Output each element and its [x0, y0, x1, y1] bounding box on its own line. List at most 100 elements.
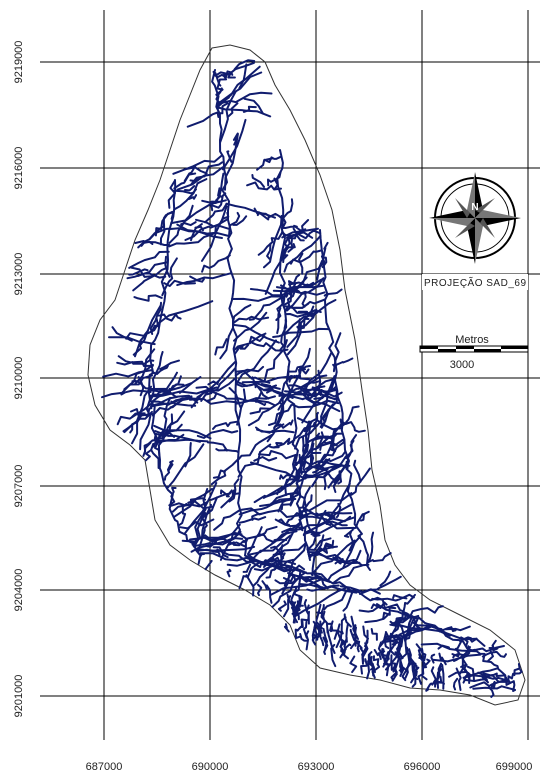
river-segment [296, 318, 302, 332]
river-segment [404, 631, 413, 641]
river-segment [296, 620, 304, 632]
river-segment [334, 558, 344, 565]
river-segment [295, 420, 313, 466]
river-segment [349, 655, 358, 674]
river-segment [353, 459, 362, 483]
river-segment [360, 658, 368, 675]
river-segment [265, 584, 273, 604]
river-segment [315, 603, 322, 627]
river-segment [304, 578, 324, 589]
river-segment [298, 492, 353, 513]
river-segment [283, 623, 290, 633]
river-segment [431, 653, 482, 663]
river-segment [168, 204, 194, 244]
river-segment [300, 317, 310, 330]
river-segment [170, 178, 208, 220]
river-segment [173, 172, 197, 190]
river-segment [316, 456, 326, 470]
river-segment [168, 486, 177, 507]
river-segment [125, 329, 149, 340]
river-segment [234, 365, 265, 377]
river-segment [316, 552, 370, 567]
river-segment [459, 636, 478, 643]
river-segment [188, 194, 198, 200]
river-segment [213, 509, 241, 531]
river-segment [277, 600, 287, 612]
river-segment [171, 500, 209, 513]
river-segment [278, 544, 284, 570]
river-segment [230, 295, 286, 302]
river-segment [304, 441, 345, 474]
river-segment [270, 493, 300, 505]
river-segment [371, 663, 381, 679]
river-segment [487, 639, 497, 662]
river-segment [192, 537, 244, 548]
river-segment [286, 508, 302, 524]
river-segment [272, 442, 283, 449]
river-segment [268, 404, 293, 426]
river-segment [323, 470, 330, 491]
river-segment [255, 383, 270, 400]
river-segment [313, 624, 319, 641]
river-segment [287, 237, 294, 253]
river-segment [111, 326, 133, 342]
river-segment [130, 266, 153, 278]
river-segment [409, 605, 444, 617]
river-segment [228, 478, 240, 503]
river-segment [237, 443, 272, 478]
river-segment [361, 642, 369, 665]
river-segment [123, 363, 154, 391]
river-segment [276, 307, 282, 335]
river-segment [186, 111, 219, 128]
river-segment [190, 367, 237, 409]
river-segment [430, 666, 437, 686]
river-segment [249, 335, 266, 343]
y-tick-label: 9207000 [13, 465, 25, 508]
river-segment [140, 240, 154, 247]
river-segment [189, 533, 243, 541]
river-segment [366, 655, 373, 680]
river-segment [472, 685, 516, 691]
river-segment [166, 443, 205, 490]
scale-bar-title: Metros [455, 334, 489, 346]
river-segment [232, 323, 280, 344]
river-segment [298, 252, 304, 275]
y-axis-labels: 9219000921600092130009210000920700092040… [13, 41, 25, 718]
river-segment [212, 420, 238, 430]
river-segment [507, 669, 523, 682]
river-segment [395, 634, 404, 660]
river-segment [257, 231, 284, 256]
river-segment [305, 604, 310, 625]
river-segment [346, 434, 358, 469]
river-segment [253, 563, 273, 587]
river-segment [210, 192, 227, 212]
river-segment [273, 530, 289, 542]
river-segment [286, 277, 325, 312]
river-segment [379, 570, 392, 587]
river-segment [393, 612, 409, 633]
river-segment [247, 526, 263, 555]
river-segment [246, 181, 282, 191]
river-segment [339, 419, 366, 433]
river-segment [201, 512, 208, 530]
river-segment [199, 552, 257, 562]
river-segment [327, 462, 348, 489]
river-segment [189, 275, 205, 283]
river-segment [332, 474, 341, 493]
river-segment [167, 179, 176, 209]
river-segment [311, 516, 356, 534]
river-segment [343, 526, 359, 538]
river-segment [240, 507, 301, 518]
river-segment [315, 628, 322, 641]
river-segment [408, 648, 416, 671]
river-segment [366, 552, 392, 564]
river-segment [214, 338, 228, 356]
river-segment [260, 383, 280, 395]
river-segment [326, 549, 362, 582]
river-segment [294, 387, 338, 396]
projection-label: PROJEÇÃO SAD_69 [424, 276, 526, 289]
river-segment [474, 645, 505, 653]
river-segment [329, 620, 339, 640]
river-segment [242, 105, 257, 113]
river-segment [220, 489, 240, 498]
